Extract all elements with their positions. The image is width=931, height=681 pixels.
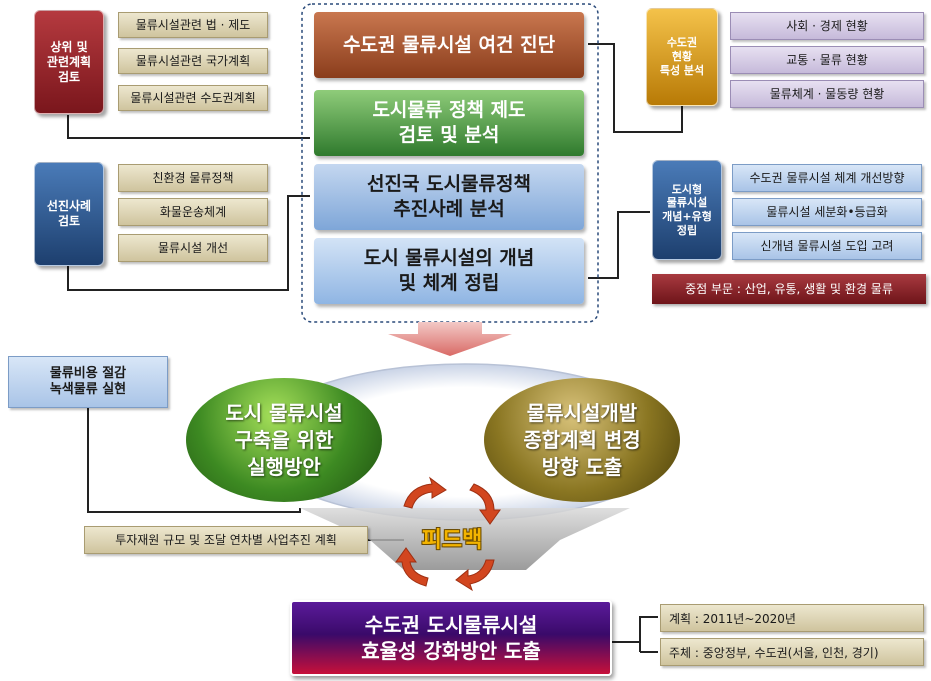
feedback-label: 피드백	[421, 528, 483, 554]
advanced-cases-item-freight: 화물운송체계	[118, 198, 268, 226]
investment-plan-box: 투자재원 규모 및 조달 연차별 사업추진 계획	[84, 526, 368, 554]
advanced-cases-label: 선진사례 검토	[34, 162, 104, 266]
advanced-cases-item-improve: 물류시설 개선	[118, 234, 268, 262]
upper-review-item-capital: 물류시설관련 수도권계획	[118, 85, 268, 111]
concept-item-grading: 물류시설 세분화•등급화	[732, 198, 922, 226]
master-plan-circle: 물류시설개발 종합계획 변경 방향 도출	[484, 378, 680, 502]
concept-item-direction: 수도권 물류시설 체계 개선방향	[732, 164, 922, 192]
status-item-traffic: 교통 · 물류 현황	[730, 46, 924, 74]
step-concept: 도시 물류시설의 개념 및 체계 정립	[314, 238, 584, 304]
upper-review-label: 상위 및 관련계획 검토	[34, 10, 104, 114]
execution-plan-circle: 도시 물류시설 구축을 위한 실행방안	[186, 378, 382, 502]
status-item-socio: 사회 · 경제 현황	[730, 12, 924, 40]
note-period: 계획 : 2011년~2020년	[660, 604, 924, 632]
final-outcome-box: 수도권 도시물류시설 효율성 강화방안 도출	[290, 600, 612, 676]
cost-reduction-box: 물류비용 절감 녹색물류 실현	[8, 356, 168, 408]
upper-review-item-national: 물류시설관련 국가계획	[118, 48, 268, 74]
concept-item-new: 신개념 물류시설 도입 고려	[732, 232, 922, 260]
advanced-cases-item-eco: 친환경 물류정책	[118, 164, 268, 192]
step-policy-review: 도시물류 정책 제도 검토 및 분석	[314, 90, 584, 156]
status-label: 수도권 현황 특성 분석	[646, 8, 718, 106]
step-diagnosis: 수도권 물류시설 여건 진단	[314, 12, 584, 78]
status-item-volume: 물류체계 · 물동량 현황	[730, 80, 924, 108]
step-advanced-cases: 선진국 도시물류정책 추진사례 분석	[314, 164, 584, 230]
upper-review-item-law: 물류시설관련 법 · 제도	[118, 12, 268, 38]
note-actors: 주체 : 중앙정부, 수도권(서울, 인천, 경기)	[660, 638, 924, 666]
focus-sectors-bar: 중점 부문 : 산업, 유통, 생활 및 환경 물류	[652, 274, 926, 304]
concept-label: 도시형 물류시설 개념+유형 정립	[652, 160, 722, 260]
